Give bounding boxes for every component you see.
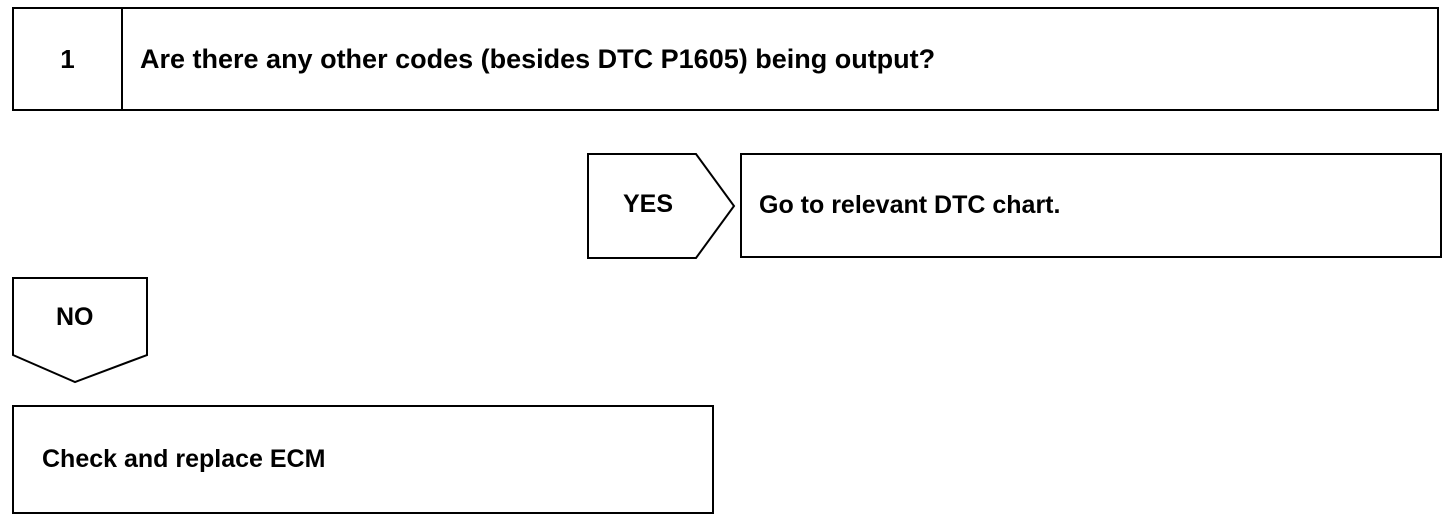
yes-label: YES [623, 190, 674, 218]
step-box: 1 Are there any other codes (besides DTC… [12, 7, 1439, 111]
yes-result-box: Go to relevant DTC chart. [740, 153, 1442, 258]
no-result-text: Check and replace ECM [42, 445, 326, 473]
yes-result-text: Go to relevant DTC chart. [759, 191, 1061, 219]
no-arrow-shape [12, 277, 148, 384]
step-question: Are there any other codes (besides DTC P… [140, 43, 936, 74]
no-result-box: Check and replace ECM [12, 405, 714, 514]
step-number: 1 [14, 9, 123, 109]
yes-arrow-shape [587, 153, 736, 259]
no-label: NO [56, 303, 94, 331]
